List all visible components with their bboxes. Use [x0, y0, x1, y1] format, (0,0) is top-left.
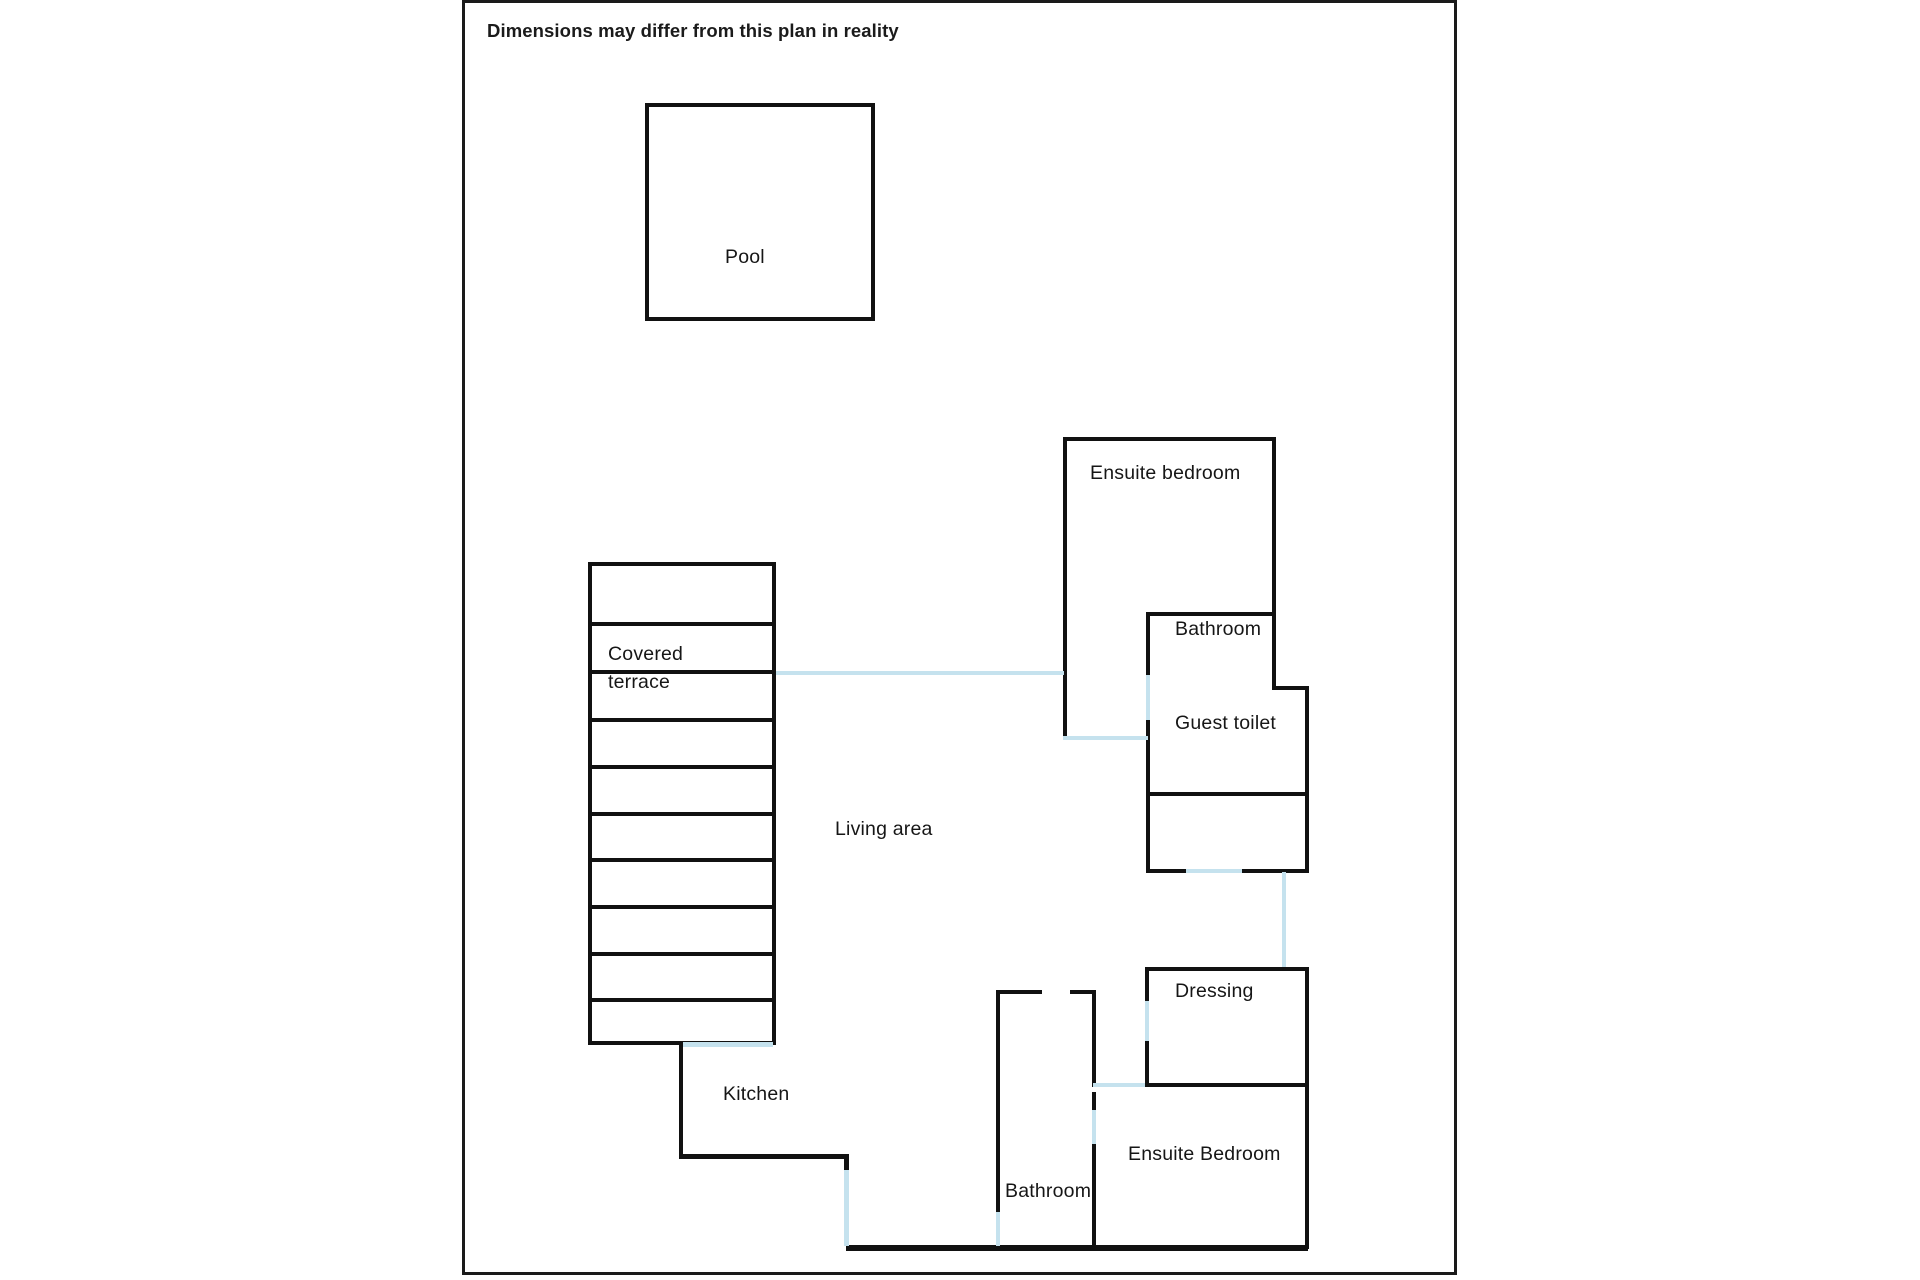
door-dressing-to-ensuite-lower — [1093, 1083, 1145, 1087]
wall-dressing-left-b — [1145, 1040, 1149, 1087]
terrace-divider — [592, 905, 772, 909]
wall-bathroom-lower-left — [996, 990, 1000, 1250]
wall-ensuite-upper-right — [1272, 437, 1276, 616]
room-label-dressing: Dressing — [1175, 980, 1254, 1002]
room-label-covered-terrace-line2: terrace — [608, 671, 671, 693]
room-label-bathroom-lower: Bathroom — [1005, 1180, 1092, 1202]
wall-exterior-bottom — [846, 1245, 1308, 1251]
door-terrace-to-kitchen — [683, 1042, 773, 1047]
terrace-divider — [592, 765, 772, 769]
door-bathroom-lower-to-ensuite-lower — [1092, 1110, 1096, 1144]
wall-bathroom-lower-right-a — [1092, 990, 1096, 1087]
wall-ensuite-lower-right — [1305, 1083, 1309, 1249]
wall-bathroom-lower-right-c — [1092, 1142, 1096, 1250]
wall-ensuite-upper-top — [1063, 437, 1276, 441]
room-label-bathroom-upper: Bathroom — [1175, 618, 1262, 640]
room-label-pool: Pool — [725, 246, 765, 268]
door-guest-toilet-bottom — [1186, 869, 1242, 873]
wall-guest-toilet-right — [1305, 796, 1309, 872]
wall-guest-toilet-bottom-a — [1146, 869, 1188, 873]
terrace-divider — [592, 812, 772, 816]
room-label-guest-toilet: Guest toilet — [1175, 712, 1277, 734]
room-label-ensuite-bedroom-lower: Ensuite Bedroom — [1128, 1143, 1281, 1165]
room-covered-terrace — [588, 562, 776, 1045]
wall-guest-toilet-bottom-b — [1240, 869, 1309, 873]
door-kitchen-to-exterior — [844, 1170, 849, 1246]
door-living-to-bathroom-upper — [1063, 736, 1148, 740]
terrace-divider — [592, 998, 772, 1002]
room-label-covered-terrace: Covered terrace — [608, 640, 758, 696]
wall-bathroom-upper-right-a — [1272, 612, 1276, 690]
wall-hall-stub-left — [1063, 660, 1067, 737]
door-dressing-left — [1145, 1001, 1149, 1041]
door-bathroom-lower-left-bottom — [996, 1212, 1000, 1246]
wall-dressing-top — [1145, 967, 1309, 971]
wall-ensuite-upper-bottom — [1146, 612, 1276, 616]
plan-frame: Dimensions may differ from this plan in … — [462, 0, 1457, 1275]
wall-dressing-right — [1305, 967, 1309, 1087]
wall-kitchen-bottom — [679, 1154, 849, 1159]
terrace-divider — [592, 670, 772, 674]
wall-bathroom-lower-top-b — [1070, 990, 1096, 994]
terrace-divider — [592, 718, 772, 722]
wall-bathroom-upper-left-a — [1146, 612, 1150, 677]
room-label-ensuite-bedroom-upper: Ensuite bedroom — [1090, 462, 1241, 484]
wall-kitchen-step-right — [844, 1154, 849, 1172]
room-label-living-area: Living area — [835, 818, 933, 840]
wall-bathroom-lower-right-b — [1092, 1092, 1096, 1112]
door-bathroom-upper-left — [1146, 675, 1150, 720]
terrace-divider — [592, 858, 772, 862]
wall-bathroom-upper-right-b — [1305, 686, 1309, 796]
wall-kitchen-left — [679, 1045, 683, 1158]
door-terrace-to-living — [776, 671, 1064, 675]
wall-guest-toilet-left — [1146, 796, 1150, 872]
wall-ensuite-lower-top — [1096, 1083, 1309, 1087]
wall-bathroom-lower-top-a — [996, 990, 1042, 994]
terrace-divider — [592, 622, 772, 626]
wall-bathroom-upper-bottom — [1146, 792, 1309, 796]
wall-ensuite-upper-left — [1063, 437, 1067, 737]
terrace-divider — [592, 952, 772, 956]
room-pool — [645, 103, 875, 321]
wall-dressing-left-a — [1145, 967, 1149, 1003]
wall-bathroom-upper-step — [1272, 686, 1309, 690]
room-label-kitchen: Kitchen — [723, 1083, 790, 1105]
plan-disclaimer-note: Dimensions may differ from this plan in … — [487, 20, 899, 41]
room-label-covered-terrace-line1: Covered — [608, 643, 684, 665]
door-guest-toilet-to-dressing — [1282, 872, 1286, 967]
wall-bathroom-upper-left-b — [1146, 718, 1150, 795]
